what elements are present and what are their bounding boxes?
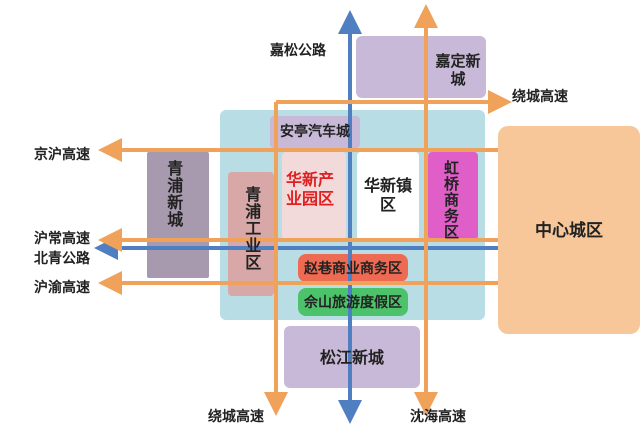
zhaoxiang-block <box>298 254 408 282</box>
label-jiading: 嘉定新城 <box>435 52 481 88</box>
label-huyu: 沪渝高速 <box>34 280 90 296</box>
label-zhaoxiang: 赵巷商业商务区 <box>304 261 402 277</box>
label-beiqing: 北青公路 <box>34 251 90 267</box>
qingpu-ind-block <box>228 172 274 296</box>
label-shenhai: 沈海高速 <box>410 409 466 425</box>
jiading-block <box>356 36 486 98</box>
label-huaxin-ind: 华新产业园区 <box>286 170 335 209</box>
huaxin-ind-block <box>282 152 346 240</box>
hongqiao-block <box>428 152 478 240</box>
label-qingpu-new: 青浦新城 <box>164 160 184 228</box>
label-qingpu-ind: 青浦工业区 <box>242 186 262 271</box>
sheshan-block <box>298 288 408 316</box>
label-raocheng-top: 绕城高速 <box>512 89 568 105</box>
label-center: 中心城区 <box>535 221 603 241</box>
label-huaxin-town: 华新镇区 <box>363 176 412 215</box>
label-raocheng-bottom: 绕城高速 <box>208 409 264 425</box>
label-jinghu: 京沪高速 <box>34 147 90 163</box>
label-huchang: 沪常高速 <box>34 231 90 247</box>
anting-block <box>270 116 360 148</box>
center-district-block <box>498 126 640 334</box>
label-hongqiao: 虹桥商务区 <box>442 160 460 240</box>
huaxin-town-block <box>357 152 419 240</box>
label-sheshan: 佘山旅游度假区 <box>304 295 402 311</box>
label-jiasong-road: 嘉松公路 <box>270 43 326 59</box>
label-anting: 安亭汽车城 <box>280 124 350 140</box>
label-songjiang: 松江新城 <box>319 348 384 367</box>
